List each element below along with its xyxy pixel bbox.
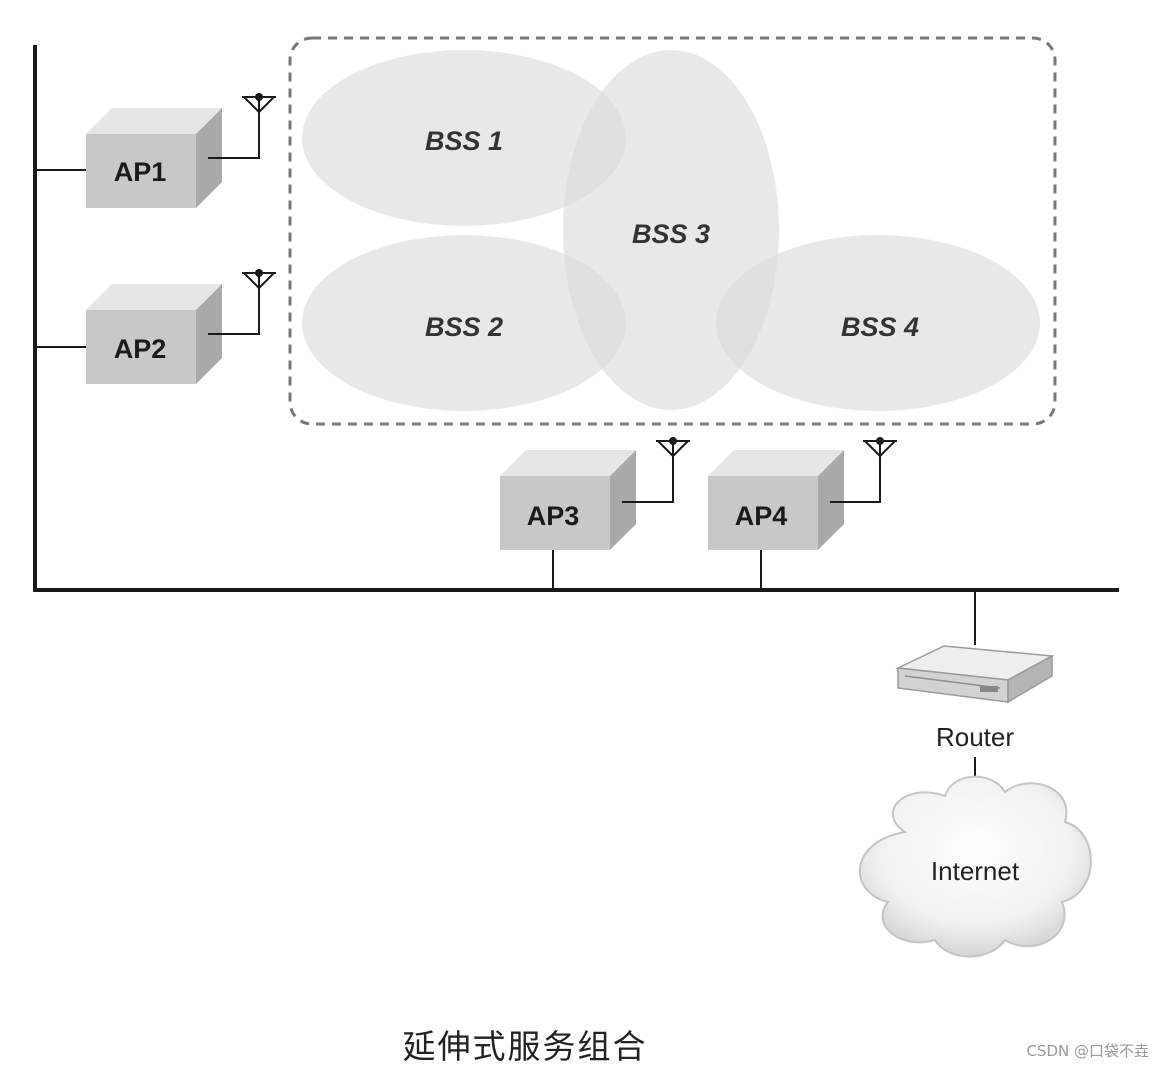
ap2-device bbox=[86, 269, 276, 384]
bss2-area bbox=[302, 235, 626, 411]
ap3-label: AP3 bbox=[527, 501, 580, 531]
antenna-icon bbox=[208, 269, 276, 335]
bss4-area bbox=[716, 235, 1040, 411]
bss1-label: BSS 1 bbox=[425, 126, 503, 156]
bss4-label: BSS 4 bbox=[841, 312, 919, 342]
ess-boundary bbox=[288, 36, 1057, 426]
bss2-label: BSS 2 bbox=[425, 312, 503, 342]
ap2-label: AP2 bbox=[114, 334, 167, 364]
bss3-label: BSS 3 bbox=[632, 219, 710, 249]
bss1-area bbox=[302, 50, 626, 226]
router-label: Router bbox=[936, 722, 1014, 752]
diagram-caption: 延伸式服务组合 bbox=[402, 1027, 648, 1066]
antenna-icon bbox=[830, 437, 897, 503]
antenna-icon bbox=[622, 437, 690, 503]
internet-label: Internet bbox=[931, 856, 1020, 886]
antenna-icon bbox=[208, 93, 276, 159]
ap3-device bbox=[500, 437, 690, 550]
ap4-device bbox=[708, 437, 897, 550]
ap1-label: AP1 bbox=[114, 157, 167, 187]
internet-cloud bbox=[858, 775, 1092, 958]
ap1-device bbox=[86, 93, 276, 208]
distribution-system bbox=[33, 45, 1119, 790]
watermark: CSDN @口袋不垚 bbox=[1026, 1042, 1149, 1060]
ap4-label: AP4 bbox=[735, 501, 788, 531]
bss-areas bbox=[302, 50, 1040, 411]
router-icon bbox=[895, 645, 1055, 704]
